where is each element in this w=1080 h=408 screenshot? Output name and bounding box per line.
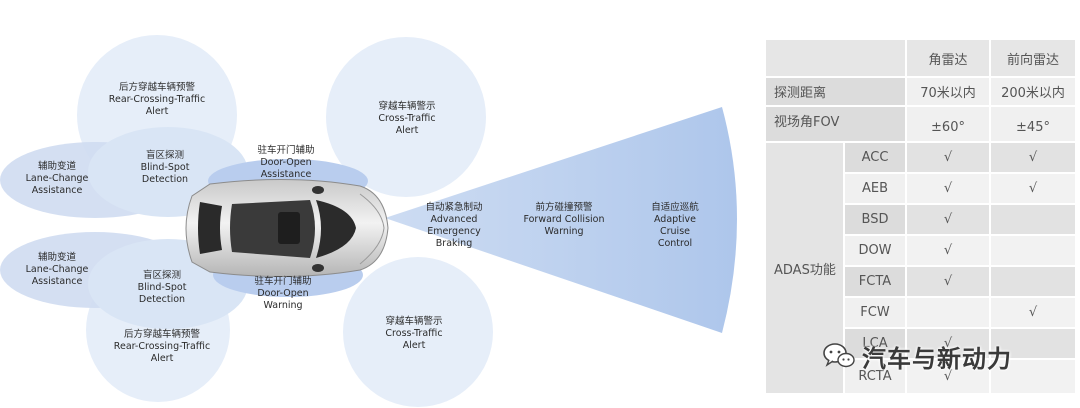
zone-label-rcta-rear: 后方穿越车辆预警 Rear-Crossing-Traffic Alert [113, 329, 211, 364]
wechat-icon [823, 343, 855, 368]
cell-fov-corner: ±60° [907, 107, 991, 143]
cell-range-front: 200米以内 [991, 78, 1075, 107]
function-name-acc: ACC [845, 143, 907, 174]
cell-fov-front: ±45° [991, 107, 1075, 143]
function-bsd-corner: √ [907, 205, 991, 236]
function-name-bsd: BSD [845, 205, 907, 236]
radar-spec-table: 角雷达 前向雷达 探测距离 70米以内 200米以内 视场角FOV ±60° ±… [766, 40, 1075, 393]
function-aeb-corner: √ [907, 174, 991, 205]
table-header-corner-radar: 角雷达 [907, 40, 991, 78]
function-lca-corner: √ [907, 329, 991, 360]
function-aeb-front: √ [991, 174, 1075, 205]
function-rcta-corner: √ [907, 360, 991, 393]
zone-label-bsd-front: 盲区探测 Blind-Spot Detection [140, 150, 190, 185]
table-header-front-radar: 前向雷达 [991, 40, 1075, 78]
forward-radar-beam [385, 107, 737, 333]
function-dow-front [991, 236, 1075, 267]
function-name-dow: DOW [845, 236, 907, 267]
row-label-fov: 视场角FOV [766, 107, 907, 143]
coverage-zones [0, 35, 737, 407]
function-fcw-corner [907, 298, 991, 329]
function-fcta-corner: √ [907, 267, 991, 298]
function-rcta-front [991, 360, 1075, 393]
table-header-empty [766, 40, 907, 78]
zone-label-bsd-rear: 盲区探测 Blind-Spot Detection [137, 270, 187, 305]
adas-coverage-diagram: 后方穿越车辆预警 Rear-Crossing-Traffic Alert 穿越车… [0, 35, 737, 407]
function-lca-front [991, 329, 1075, 360]
function-fcta-front [991, 267, 1075, 298]
zone-label-rcta-front: 后方穿越车辆预警 Rear-Crossing-Traffic Alert [108, 82, 206, 117]
function-dow-corner: √ [907, 236, 991, 267]
function-name-rcta: RCTA [845, 360, 907, 393]
zone-label-fcw: 前方碰撞预警 Forward Collision Warning [523, 202, 605, 237]
zone-label-acc: 自适应巡航 Adaptive Cruise Control [651, 202, 699, 249]
function-name-lca: LCA [845, 329, 907, 360]
function-fcw-front: √ [991, 298, 1075, 329]
car-top-view [185, 178, 389, 278]
function-acc-corner: √ [907, 143, 991, 174]
zone-label-cta-rear: 穿越车辆警示 Cross-Traffic Alert [385, 316, 443, 351]
watermark: 汽车与新动力 [822, 336, 1062, 376]
zone-label-lca-front: 辅助变道 Lane-Change Assistance [25, 161, 89, 196]
zone-label-cta-front: 穿越车辆警示 Cross-Traffic Alert [378, 101, 436, 136]
cell-range-corner: 70米以内 [907, 78, 991, 107]
zone-label-doa-front: 驻车开门辅助 Door-Open Assistance [257, 145, 315, 180]
cta-rear-zone [343, 257, 493, 407]
function-rows: ACC √ √ AEB √ √ BSD √ DOW √ FCTA √ FCW √… [845, 143, 1075, 393]
cta-front-zone [326, 37, 486, 197]
zone-label-aeb: 自动紧急制动 Advanced Emergency Braking [425, 202, 483, 249]
function-acc-front: √ [991, 143, 1075, 174]
function-name-aeb: AEB [845, 174, 907, 205]
zone-label-dow-rear: 驻车开门辅助 Door-Open Warning [254, 276, 312, 311]
function-name-fcw: FCW [845, 298, 907, 329]
row-label-range: 探测距离 [766, 78, 907, 107]
function-name-fcta: FCTA [845, 267, 907, 298]
zone-label-lca-rear: 辅助变道 Lane-Change Assistance [25, 252, 89, 287]
watermark-text: 汽车与新动力 [862, 344, 1012, 373]
function-bsd-front [991, 205, 1075, 236]
